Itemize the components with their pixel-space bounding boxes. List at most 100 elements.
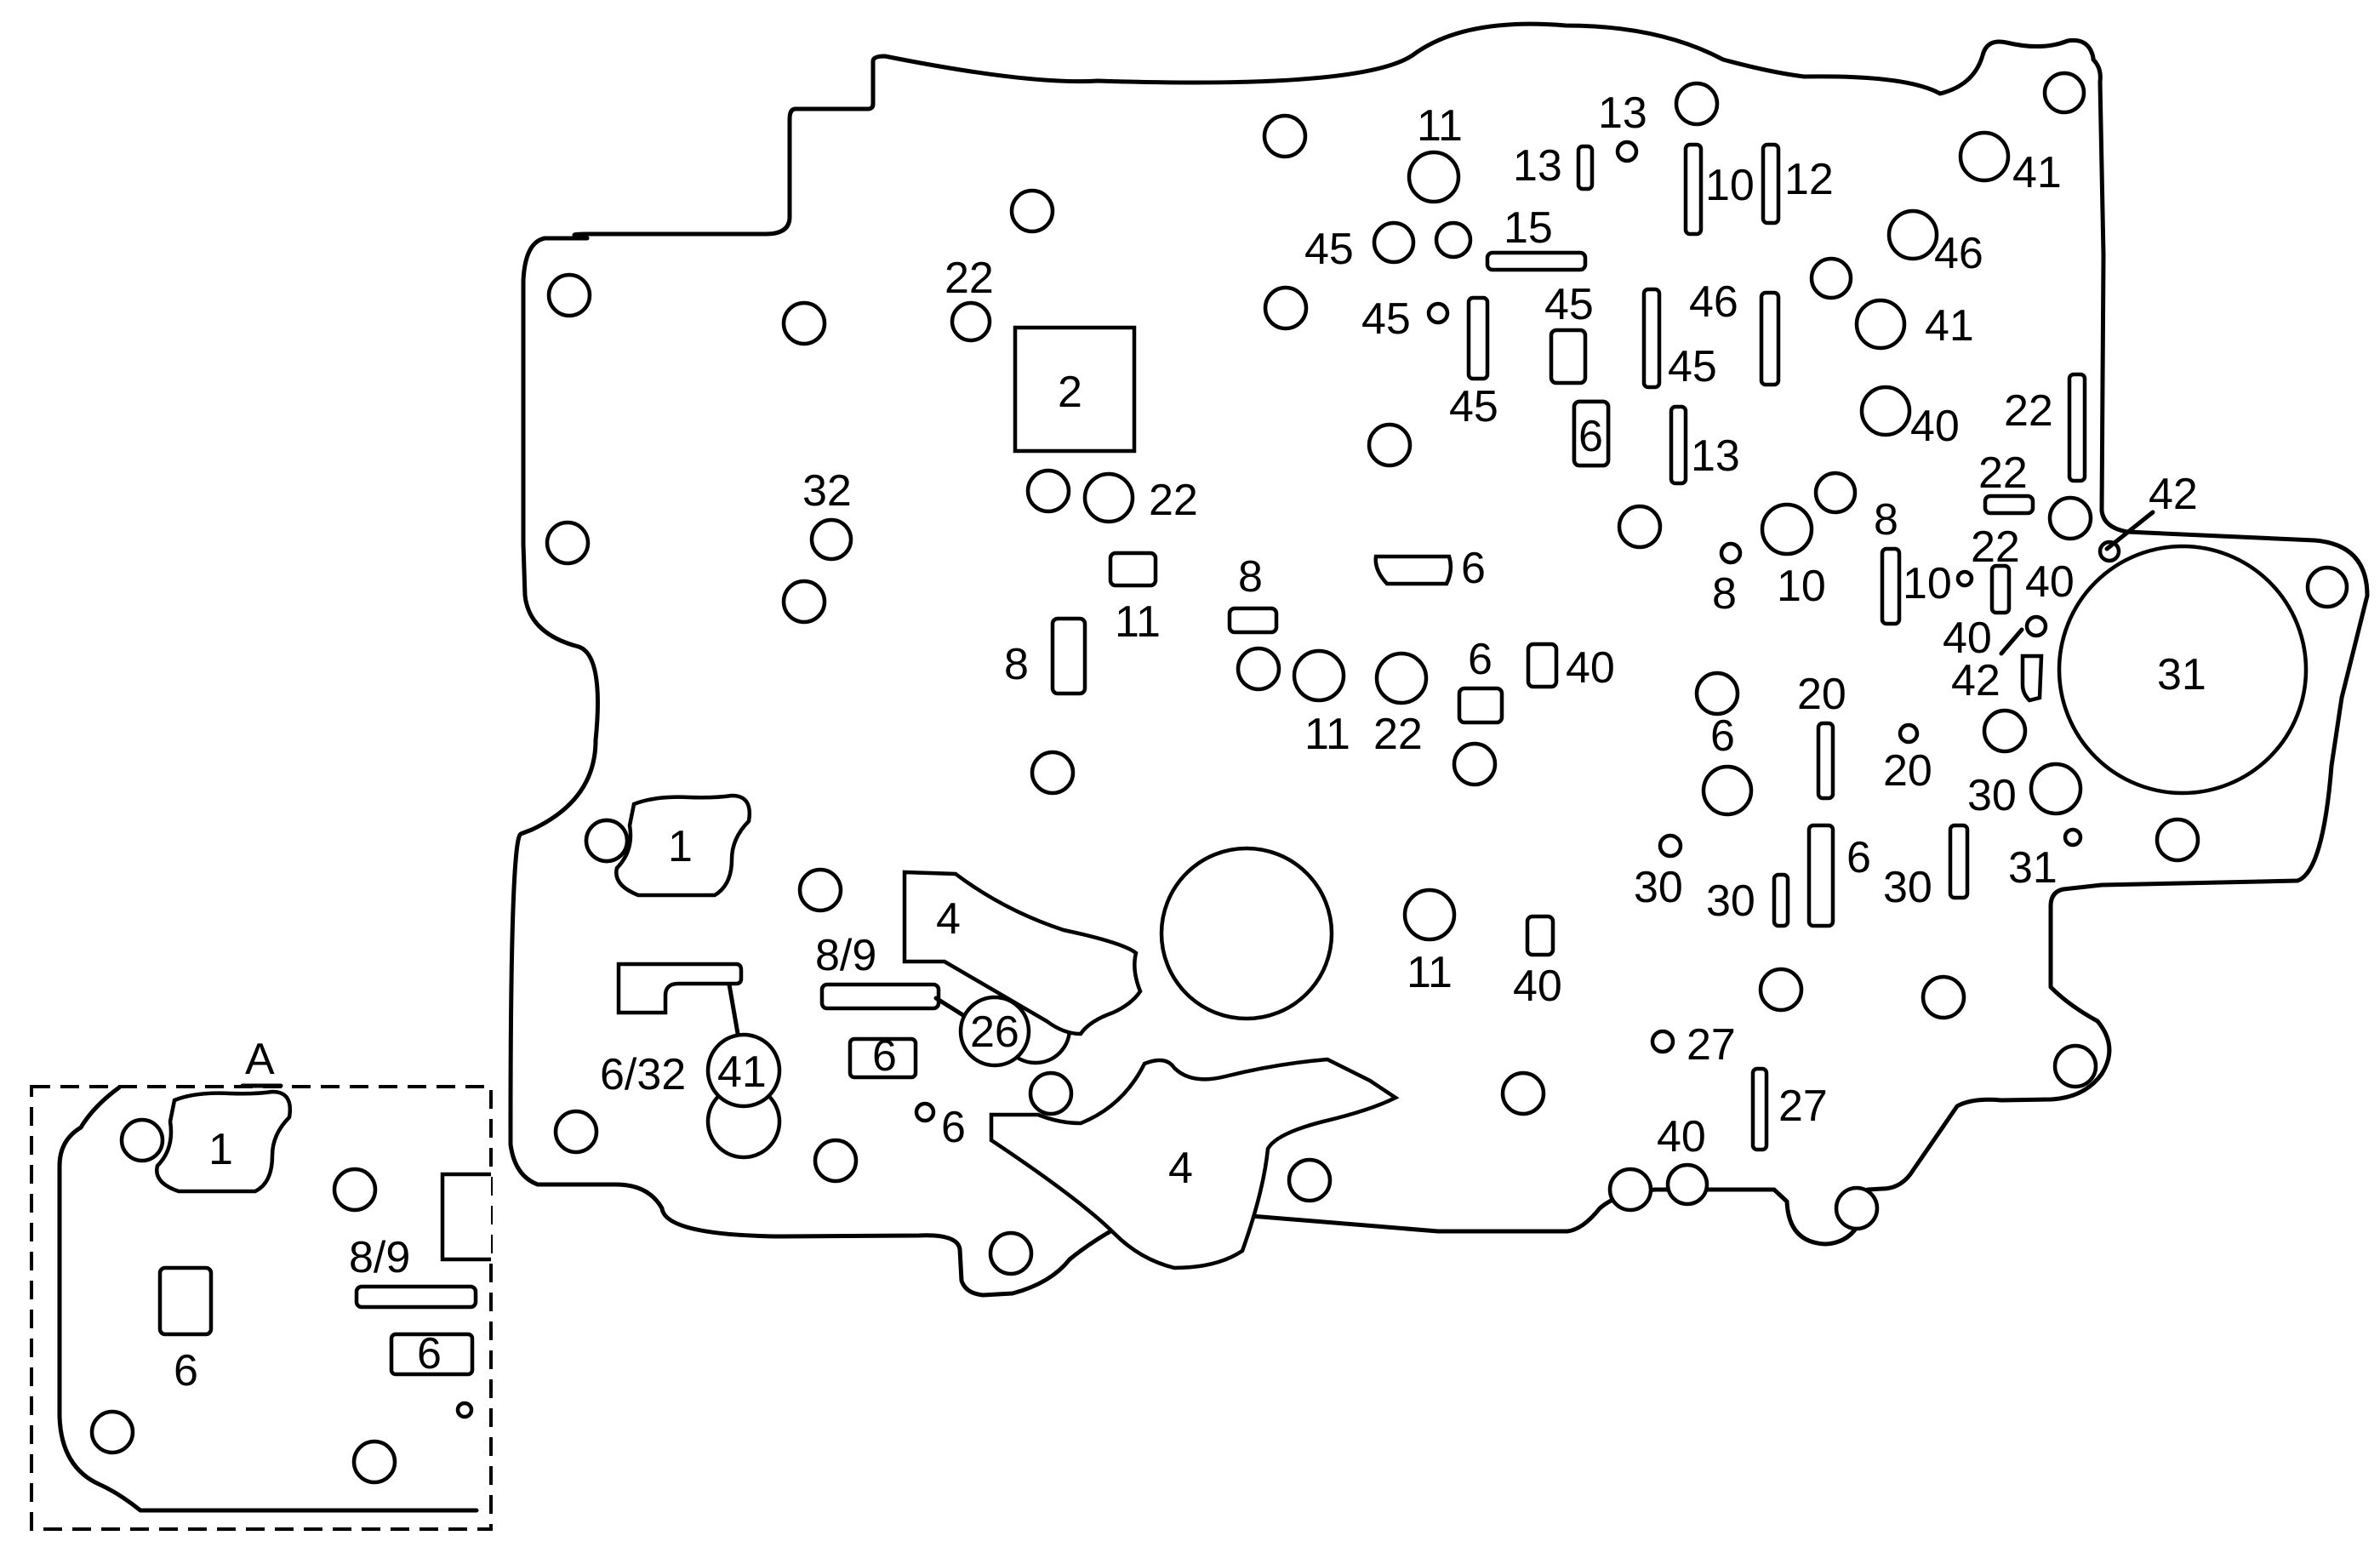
hole — [1025, 468, 1071, 514]
hole — [2057, 544, 2309, 796]
label-13: 13 — [1598, 88, 1647, 138]
part-4-upper-shape — [902, 870, 1143, 1036]
label-11: 11 — [1304, 710, 1350, 759]
label-41: 41 — [717, 1047, 767, 1097]
label-46: 46 — [1934, 229, 1983, 278]
label-11: 11 — [1115, 597, 1161, 647]
slot — [1983, 494, 2035, 516]
hole — [1665, 1162, 1709, 1207]
hole — [1982, 708, 2028, 754]
hole — [1809, 256, 1853, 300]
label-22: 22 — [1149, 476, 1198, 525]
part-4-lower-shape — [989, 1057, 1400, 1270]
slot — [616, 962, 744, 1015]
hole — [1082, 471, 1135, 524]
hole — [545, 520, 591, 566]
label-45: 45 — [1544, 280, 1594, 329]
label-42: 42 — [1951, 656, 2000, 705]
label-1: 1 — [668, 822, 693, 871]
label-31: 31 — [2157, 650, 2206, 699]
label-12: 12 — [1784, 155, 1834, 204]
hole — [2155, 817, 2200, 863]
label-46: 46 — [1689, 277, 1738, 327]
hole — [1694, 671, 1740, 716]
label-31: 31 — [2008, 843, 2058, 893]
hole — [1674, 81, 1720, 127]
hole — [1615, 140, 1639, 163]
slot — [2020, 654, 2044, 703]
slot — [1641, 287, 1662, 390]
hole — [1650, 1029, 1675, 1054]
label-8: 8 — [1874, 495, 1898, 545]
hole — [1758, 967, 1804, 1013]
slot — [1761, 142, 1781, 225]
leader-line — [1999, 627, 2024, 656]
hole — [1955, 569, 1974, 588]
part-1-shape — [614, 793, 752, 898]
label-10: 10 — [1705, 161, 1755, 210]
slot — [1373, 554, 1453, 586]
hole — [1452, 741, 1498, 787]
label-40: 40 — [1657, 1112, 1706, 1162]
hole — [1886, 208, 1939, 261]
label-6: 6 — [1461, 544, 1486, 593]
label-6: 6 — [1846, 833, 1871, 882]
slot — [1759, 290, 1781, 387]
inset-label-1: 1 — [208, 1125, 233, 1174]
label-30: 30 — [1967, 771, 2017, 820]
hole — [1263, 285, 1309, 331]
label-6: 6 — [941, 1103, 966, 1152]
slot — [2067, 372, 2087, 483]
callout-circle-26 — [958, 995, 1031, 1068]
slot — [1108, 551, 1158, 588]
slot — [1227, 606, 1279, 635]
part-1-shape — [155, 1089, 293, 1194]
hole — [813, 1138, 859, 1184]
hole — [2024, 614, 2048, 638]
label-27: 27 — [1778, 1082, 1828, 1131]
callout-circle-41 — [705, 1032, 782, 1109]
slot — [1816, 721, 1835, 801]
slot — [848, 1036, 918, 1080]
slot — [1457, 686, 1504, 725]
hole — [351, 1439, 397, 1485]
hole — [1159, 846, 1334, 1021]
hole — [1658, 833, 1683, 859]
label-42: 42 — [2149, 470, 2198, 519]
hole — [950, 300, 992, 343]
hole — [1719, 541, 1743, 565]
label-22: 22 — [1373, 710, 1423, 759]
hole — [1434, 220, 1473, 260]
hole — [1834, 1185, 1880, 1231]
hole — [1500, 1070, 1546, 1116]
label-45: 45 — [1361, 294, 1411, 344]
hole — [1760, 502, 1814, 557]
hole — [1859, 385, 1912, 437]
label-20: 20 — [1797, 670, 1846, 719]
label-10: 10 — [1777, 562, 1826, 611]
slot — [1525, 914, 1555, 957]
label-22: 22 — [2004, 386, 2053, 436]
label-40: 40 — [1513, 962, 1562, 1011]
label-4: 4 — [1168, 1144, 1193, 1193]
label-6: 6 — [1578, 412, 1603, 461]
label-32: 32 — [802, 466, 852, 516]
main-slots — [614, 142, 2155, 1270]
labels: 2 22 22 32 11 13 13 10 12 41 15 45 46 45… — [174, 88, 2206, 1396]
label-30: 30 — [1883, 863, 1932, 912]
hole — [584, 818, 630, 864]
hole — [1407, 150, 1461, 204]
hole — [797, 867, 843, 913]
label-27: 27 — [1687, 1020, 1736, 1070]
hole — [1262, 113, 1308, 159]
plate-outline — [508, 21, 2370, 1298]
label-4: 4 — [936, 894, 961, 944]
slot — [1772, 872, 1790, 928]
main-holes — [545, 71, 2349, 1276]
hole — [781, 579, 827, 625]
hole — [914, 1101, 936, 1123]
hole — [988, 1230, 1034, 1276]
hole — [2052, 1043, 2098, 1089]
slot — [1549, 328, 1588, 385]
label-6: 6 — [1710, 711, 1735, 761]
